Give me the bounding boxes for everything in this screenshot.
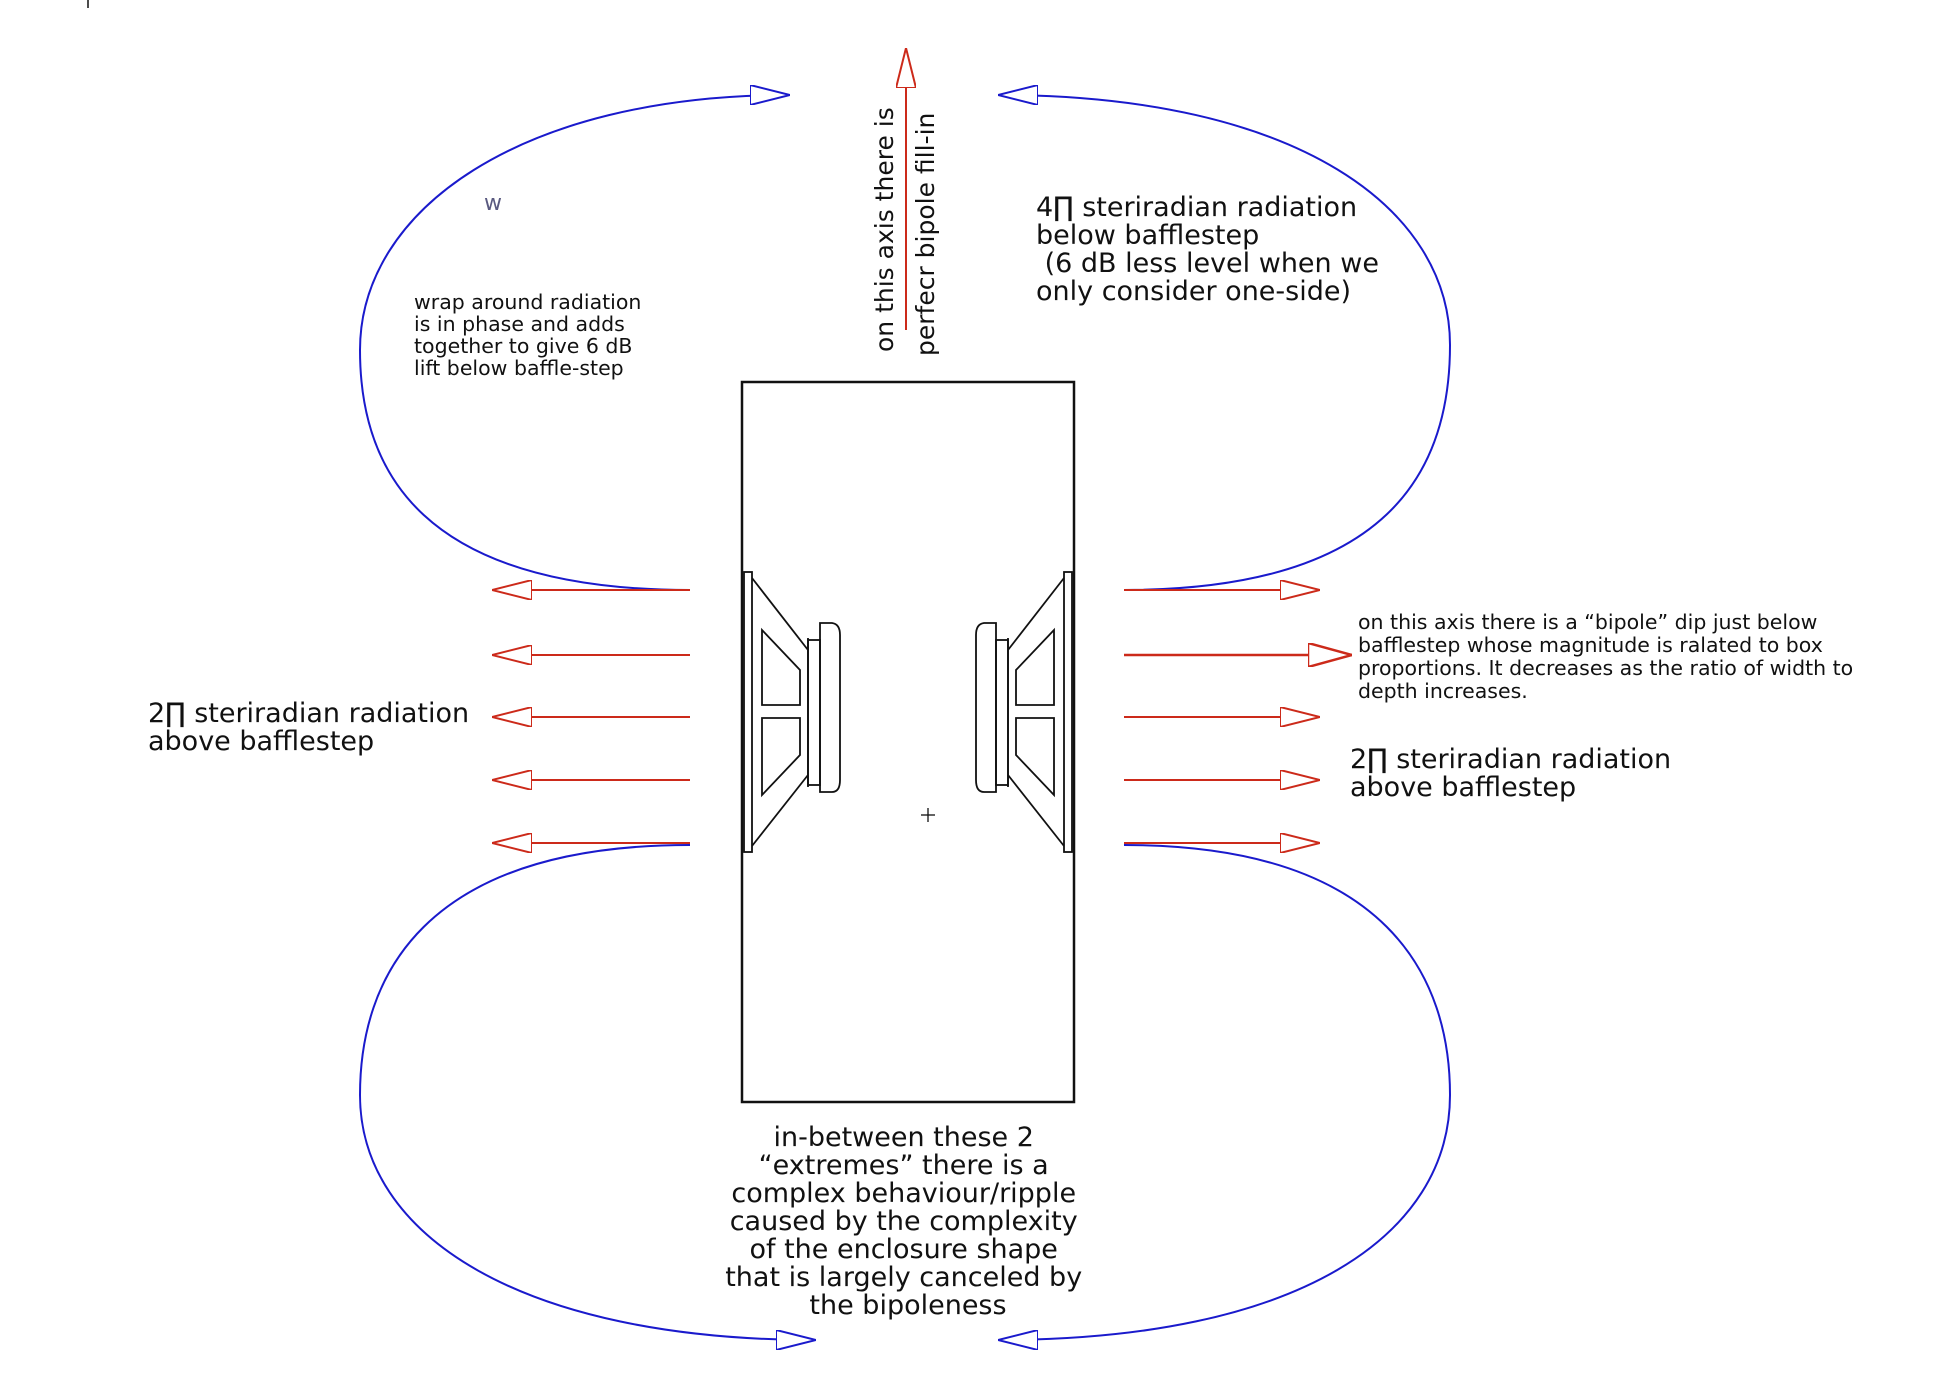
four-pi-line: below bafflestep bbox=[1036, 220, 1259, 251]
center-mark bbox=[921, 808, 935, 822]
loop-bottom-right bbox=[998, 844, 1452, 1340]
wrap-around-line: lift below baffle-step bbox=[414, 356, 624, 380]
bipole-dip-note: on this axis there is a “bipole” dip jus… bbox=[1358, 610, 1860, 703]
vertical-axis-line: on this axis there is bbox=[870, 107, 899, 352]
two-pi-right-line: above bafflestep bbox=[1350, 772, 1576, 803]
in-between-line: in-between these 2 bbox=[773, 1122, 1033, 1153]
left-speaker-driver bbox=[743, 571, 841, 853]
wrap-around-line: is in phase and adds bbox=[414, 312, 625, 336]
two-pi-left-note: 2∏ steriradian radiation above baffleste… bbox=[148, 698, 478, 757]
stray-w-label: w bbox=[484, 191, 502, 216]
loop-top-left bbox=[358, 95, 790, 591]
wrap-around-line: wrap around radiation bbox=[414, 290, 641, 314]
vertical-axis-line: perfecr bipole fill-in bbox=[911, 113, 940, 356]
in-between-line: the bipoleness bbox=[809, 1290, 1006, 1321]
four-pi-line: only consider one-side) bbox=[1036, 276, 1351, 307]
left-radiation-arrows bbox=[492, 590, 690, 843]
two-pi-right-note: 2∏ steriradian radiation above baffleste… bbox=[1350, 744, 1680, 803]
bipole-dip-line: depth increases. bbox=[1358, 679, 1528, 703]
wrap-around-note: wrap around radiation is in phase and ad… bbox=[414, 290, 648, 380]
two-pi-left-line: 2∏ steriradian radiation bbox=[148, 698, 469, 729]
bipole-dip-line: on this axis there is a “bipole” dip jus… bbox=[1358, 610, 1817, 634]
in-between-line: complex behaviour/ripple bbox=[731, 1178, 1076, 1209]
in-between-line: caused by the complexity bbox=[730, 1206, 1078, 1237]
two-pi-left-line: above bafflestep bbox=[148, 726, 374, 757]
loop-top-right bbox=[998, 95, 1452, 591]
right-speaker-driver bbox=[975, 571, 1073, 853]
four-pi-note: 4∏ steriradian radiation below baffleste… bbox=[1036, 192, 1388, 307]
in-between-line: that is largely canceled by bbox=[725, 1262, 1082, 1293]
bipole-dip-line: proportions. It decreases as the ratio o… bbox=[1358, 656, 1853, 680]
in-between-note: in-between these 2 “extremes” there is a… bbox=[725, 1122, 1091, 1321]
four-pi-line: (6 dB less level when we bbox=[1036, 248, 1379, 279]
enclosure-box bbox=[740, 380, 1076, 1104]
in-between-line: “extremes” there is a bbox=[759, 1150, 1049, 1181]
four-pi-line: 4∏ steriradian radiation bbox=[1036, 192, 1357, 223]
vertical-axis-note: on this axis there is perfecr bipole fil… bbox=[870, 99, 940, 356]
loop-bottom-left bbox=[358, 844, 816, 1340]
bipole-dip-line: bafflestep whose magnitude is ralated to… bbox=[1358, 633, 1823, 657]
two-pi-right-line: 2∏ steriradian radiation bbox=[1350, 744, 1671, 775]
right-radiation-arrows bbox=[1124, 590, 1352, 843]
wrap-around-line: together to give 6 dB bbox=[414, 334, 633, 358]
in-between-line: of the enclosure shape bbox=[749, 1234, 1057, 1265]
